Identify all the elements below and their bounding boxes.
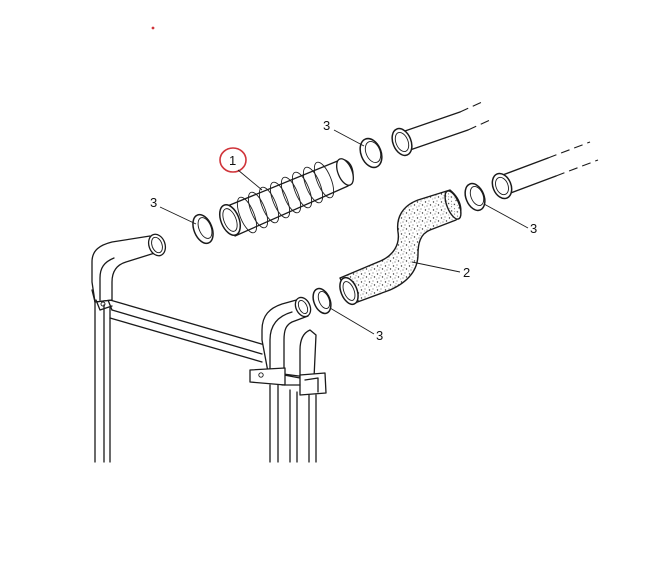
callout-clamp-b[interactable]: 3 <box>150 195 197 225</box>
callout-part-1[interactable]: 1 <box>219 147 263 191</box>
hose-part-1[interactable] <box>216 156 357 238</box>
clamp-left[interactable] <box>189 212 217 247</box>
callout-label-3c: 3 <box>530 221 537 236</box>
callout-label-2: 2 <box>463 265 470 280</box>
callout-part-2[interactable]: 2 <box>411 261 470 280</box>
clamp-right[interactable] <box>461 181 488 214</box>
callout-label-3b: 3 <box>150 195 157 210</box>
callout-label-3d: 3 <box>376 328 383 343</box>
clamp-upper-left[interactable] <box>356 135 386 170</box>
clamp-lower[interactable] <box>310 286 335 316</box>
callout-label-3a: 3 <box>323 118 330 133</box>
callout-clamp-d[interactable]: 3 <box>329 307 383 343</box>
red-dot-mark <box>151 26 155 30</box>
lower-pipe-stub <box>491 141 599 200</box>
callout-clamp-a[interactable]: 3 <box>323 118 365 147</box>
upper-pipe-stub <box>391 101 491 157</box>
callout-label-1: 1 <box>229 153 236 168</box>
callout-highlight-ring <box>219 147 247 173</box>
callout-clamp-c[interactable]: 3 <box>483 203 537 236</box>
hose-part-2[interactable] <box>336 189 464 307</box>
intercooler-frame <box>91 233 327 463</box>
